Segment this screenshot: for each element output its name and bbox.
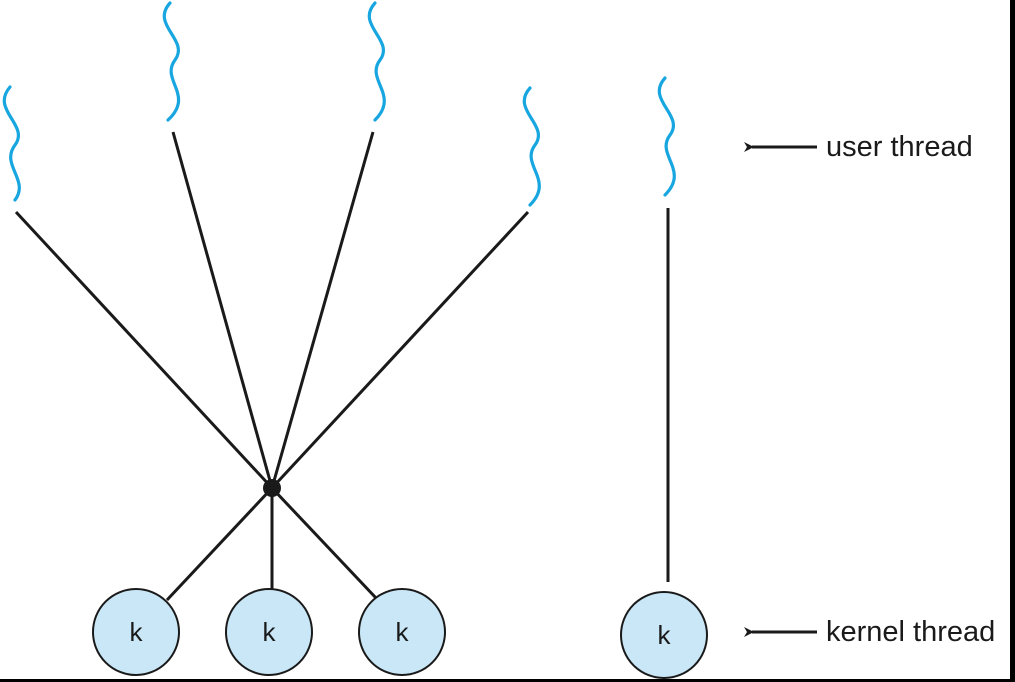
user-thread-4 [522, 86, 541, 207]
link-user-4-to-hub [270, 210, 530, 490]
legend-kernel-thread-label: kernel thread [826, 616, 995, 648]
user-thread-3 [367, 1, 386, 122]
kernel-thread-4: k [620, 591, 708, 679]
link-user-2-to-hub [171, 131, 274, 489]
link-user-3-to-hub [270, 131, 375, 489]
link-user-1-to-hub [14, 210, 274, 490]
kernel-thread-label: k [130, 617, 144, 647]
link-hub-to-kernel-3 [270, 486, 378, 600]
kernel-thread-circle [225, 588, 313, 676]
link-hub-to-kernel-1 [165, 486, 274, 602]
kernel-thread-circle [358, 588, 446, 676]
connections-group [14, 131, 670, 602]
kernel-thread-label: k [658, 620, 672, 650]
kernel-thread-circle [92, 588, 180, 676]
legend-kernel-thread: kernel thread [744, 616, 995, 648]
kernel-thread-1: k [92, 588, 180, 676]
kernel-thread-circle [620, 591, 708, 679]
frame-border-right [1010, 0, 1015, 682]
kernel-thread-label: k [263, 617, 277, 647]
user-thread-2 [162, 1, 181, 122]
kernel-thread-3: k [358, 588, 446, 676]
multiplex-hub-dot [263, 479, 281, 497]
legend-user-thread: user thread [744, 131, 973, 163]
kernel-thread-2: k [225, 588, 313, 676]
kernel-thread-label: k [396, 617, 410, 647]
user-threads-group [2, 1, 676, 207]
user-thread-5 [657, 76, 676, 197]
legend-user-thread-label: user thread [826, 131, 973, 163]
frame-border-bottom [0, 679, 1015, 682]
user-thread-1 [2, 85, 21, 202]
